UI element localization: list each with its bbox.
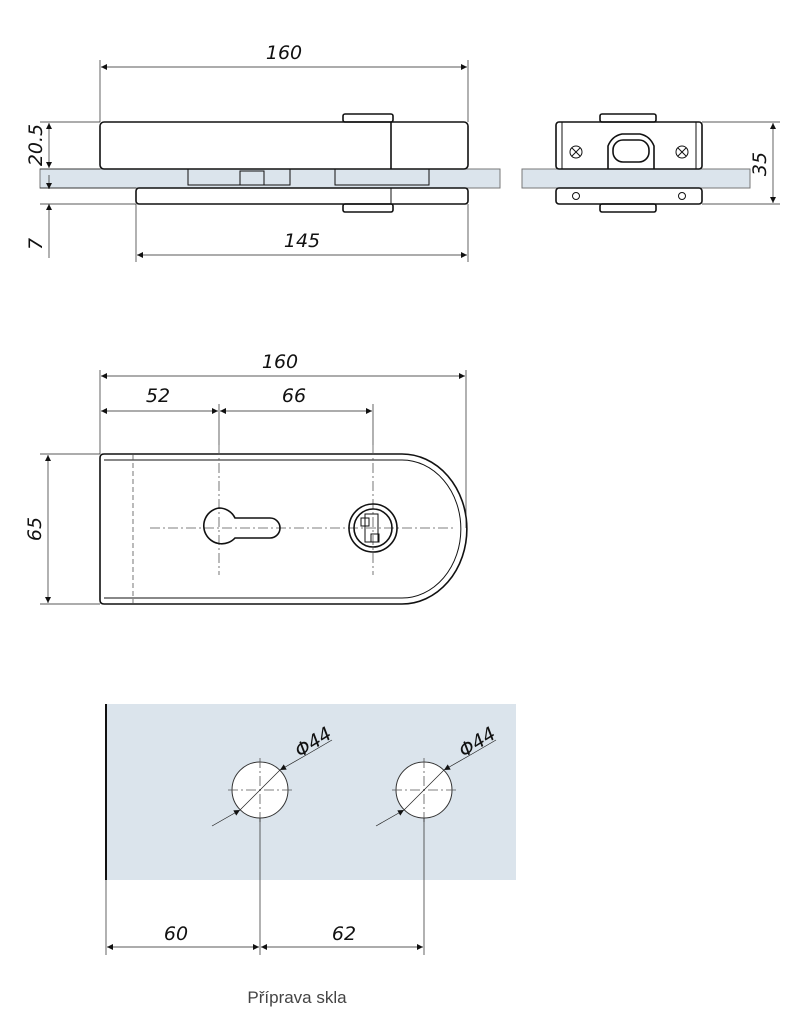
lock-inner-ring (353, 508, 393, 548)
side-lower-plate (555, 187, 703, 205)
dim-65: 65 (24, 517, 46, 541)
upper-body (99, 121, 469, 170)
dim-62: 62 (332, 923, 356, 945)
dim-60: 60 (164, 923, 188, 945)
side-lock-cylinder (612, 139, 650, 163)
side-elevation-view: 35 (521, 113, 780, 213)
screw-icon-right (675, 145, 689, 159)
recess-left (187, 168, 291, 186)
side-bottom-boss (599, 203, 657, 213)
lock-outer-ring (348, 503, 398, 553)
lower-plate (135, 187, 469, 205)
dim-66: 66 (282, 385, 306, 407)
glass-prep-caption: Příprava skla (247, 988, 347, 1007)
lock-tongue (239, 170, 265, 186)
plan-inner-edge (104, 459, 462, 599)
side-glass-strip (521, 168, 751, 189)
glass-preparation-view: Φ44 Φ44 60 62 Příprava skla (105, 704, 516, 1007)
top-boss (342, 113, 394, 123)
dim-160-top: 160 (266, 42, 302, 64)
side-lock-housing (607, 133, 655, 169)
recess-right (334, 168, 430, 186)
plan-view: 160 52 66 65 (24, 351, 468, 605)
dim-20-5: 20.5 (25, 124, 47, 166)
bottom-boss (342, 203, 394, 213)
lock-pin-top (360, 517, 370, 527)
lock-pin-bottom (370, 533, 380, 543)
side-top-boss (599, 113, 657, 123)
screw-icon-left (569, 145, 583, 159)
plan-outline (99, 453, 468, 605)
dim-35: 35 (749, 152, 771, 176)
dim-160-plan: 160 (262, 351, 298, 373)
top-elevation-view: 160 145 20.5 7 (25, 42, 501, 262)
keyhole-slot (203, 507, 281, 545)
dim-52: 52 (146, 385, 170, 407)
dim-7: 7 (25, 238, 47, 250)
dim-145: 145 (284, 230, 320, 252)
